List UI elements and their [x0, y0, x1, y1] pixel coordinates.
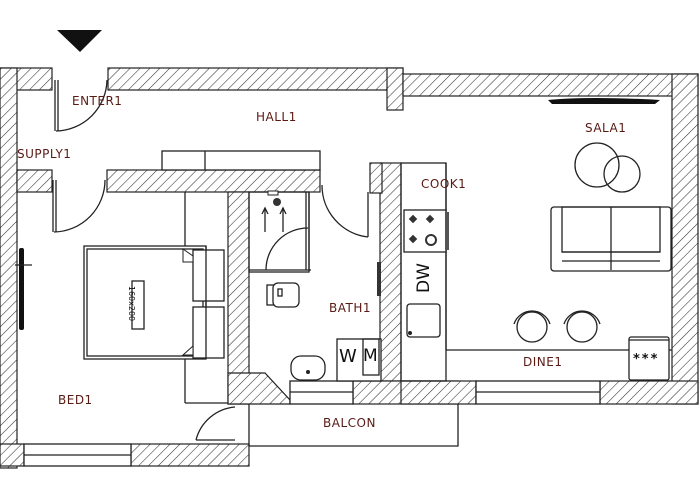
bathroom-fixtures	[248, 190, 382, 382]
kitchen-fixtures	[400, 162, 672, 382]
hall-wardrobe	[161, 150, 321, 171]
washing-machine-m-label: M	[363, 346, 378, 366]
room-label-sala: SALA1	[585, 121, 627, 135]
washing-machine-w-label: W	[339, 346, 357, 367]
entrance-arrow-icon	[57, 30, 102, 52]
room-label-cook: COOK1	[421, 177, 467, 191]
bedroom-furniture	[15, 192, 228, 404]
doors	[52, 79, 369, 441]
room-label-hall: HALL1	[256, 110, 297, 124]
room-label-bath: BATH1	[329, 301, 371, 315]
room-label-bed: BED1	[58, 393, 93, 407]
room-label-enter: ENTER1	[72, 94, 123, 108]
windows	[23, 380, 601, 467]
room-label-supply: SUPPLY1	[17, 147, 72, 161]
walls	[0, 67, 699, 469]
appliance-stars-label: ***	[633, 352, 660, 367]
bed-size-label: 160x200	[127, 285, 137, 322]
room-label-dine: DINE1	[523, 355, 563, 369]
living-room-furniture	[513, 98, 672, 381]
dishwasher-label: DW	[413, 263, 434, 293]
room-label-balcon: BALCON	[323, 416, 376, 430]
